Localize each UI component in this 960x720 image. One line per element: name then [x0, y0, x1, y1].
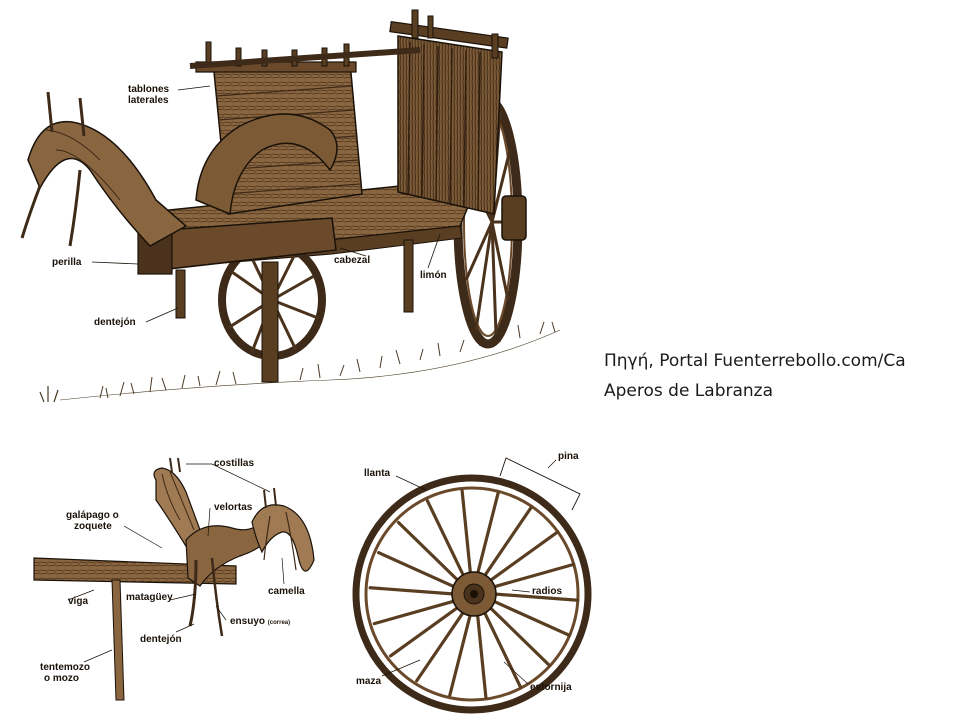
label-galapago-line2: zoquete — [74, 521, 112, 532]
wheel-spoke — [388, 605, 461, 658]
wheel-spoke — [460, 489, 473, 576]
wheel-spoke — [376, 551, 457, 589]
cart-front-wheel — [218, 240, 326, 383]
cart-top-rail — [189, 47, 421, 69]
wheel-spoke — [475, 612, 488, 699]
label-ensuyo-note: (correa) — [267, 620, 291, 626]
wheel-spoke — [415, 609, 466, 683]
label-galapago: galápago o zoquete — [66, 510, 119, 532]
label-dentejon-cart: dentejón — [94, 317, 136, 328]
label-ensuyo-text: ensuyo — [230, 616, 266, 627]
label-tentemozo-line1: tentemozo — [40, 662, 90, 673]
wheel-spoke — [368, 586, 456, 596]
cart-yoke — [20, 91, 338, 247]
label-mataguey: matagüey — [126, 592, 173, 603]
label-tablones: tablones laterales — [128, 84, 169, 106]
label-llanta: llanta — [364, 468, 391, 479]
label-costillas: costillas — [214, 458, 255, 469]
wheel-spoke — [487, 530, 560, 583]
wheel-spoke — [482, 505, 533, 579]
label-limon: limón — [420, 270, 447, 281]
caption-line2: Aperos de Labranza — [604, 381, 774, 401]
wheel-detail-illustration — [352, 457, 592, 714]
cart-rear-board — [389, 9, 509, 215]
cart-leader-lines — [91, 85, 441, 323]
yoke-detail-illustration — [33, 457, 315, 701]
wheel-spoke — [482, 609, 523, 689]
grass-ground — [39, 321, 561, 403]
wheel-spoke — [396, 520, 461, 583]
label-tentemozo-line2: o mozo — [44, 673, 79, 684]
label-estornija: estornija — [530, 682, 572, 693]
wheel-spoke — [372, 599, 457, 626]
label-pina: pina — [558, 451, 579, 462]
wheel-spoke — [492, 592, 580, 602]
caption-line1: Πηγή, Portal Fuenterrebollo.com/Ca — [604, 351, 906, 371]
source-caption: Πηγή, Portal Fuenterrebollo.com/Ca Apero… — [604, 346, 960, 406]
label-cabezal: cabezal — [334, 255, 371, 266]
label-tablones-line2: laterales — [128, 95, 169, 106]
label-velortas: velortas — [214, 502, 253, 513]
label-maza: maza — [356, 676, 382, 687]
wheel-spoke — [491, 599, 572, 637]
wheel-spoke — [487, 605, 552, 668]
label-galapago-line1: galápago o — [66, 510, 119, 521]
wheel-spoke — [491, 562, 576, 589]
label-radios: radios — [532, 586, 563, 597]
label-tablones-line1: tablones — [128, 84, 170, 95]
label-dentejon-yoke: dentejón — [140, 634, 182, 645]
wheel-spoke — [475, 491, 500, 576]
label-camella: camella — [268, 586, 305, 597]
wheel-spoke — [448, 612, 473, 697]
cart-rear-leg — [403, 239, 414, 313]
label-perilla: perilla — [52, 257, 82, 268]
label-ensuyo: ensuyo (correa) — [230, 616, 290, 629]
label-tentemozo: tentemozo o mozo — [40, 662, 90, 684]
label-viga: viga — [68, 596, 89, 607]
wheel-spoke — [425, 499, 466, 579]
cart-front-leg — [175, 269, 186, 319]
